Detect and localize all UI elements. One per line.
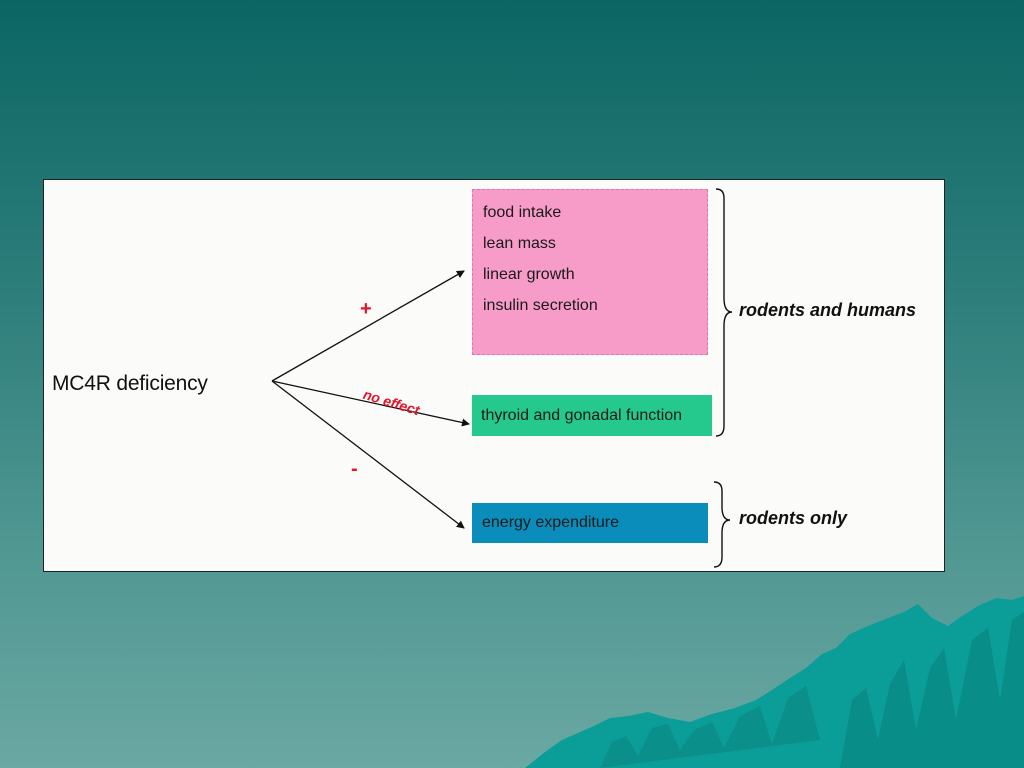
- decrease-sign: -: [351, 458, 358, 480]
- arrow-no-effect: [271, 380, 470, 427]
- no-effect-box: thyroid and gonadal function: [472, 395, 712, 436]
- effect-item: linear growth: [483, 266, 575, 283]
- arrow-decrease: [271, 380, 465, 529]
- increased-effects-box: food intake lean mass linear growth insu…: [472, 189, 708, 355]
- diagram-panel: MC4R deficiency + no effect - food intak…: [43, 179, 945, 572]
- increase-sign: +: [360, 298, 372, 320]
- decreased-effects-box: energy expenditure: [472, 503, 708, 543]
- brace-rodents-only: [713, 481, 731, 568]
- mc4r-deficiency-label: MC4R deficiency: [52, 372, 208, 395]
- effect-item: lean mass: [483, 235, 556, 252]
- effect-item: food intake: [483, 204, 562, 221]
- group-label-rodents-and-humans: rodents and humans: [739, 300, 917, 320]
- effect-item: insulin secretion: [483, 297, 598, 314]
- diagram-connectors: [271, 188, 733, 568]
- brace-rodents-and-humans: [715, 188, 733, 437]
- group-label-rodents-only: rodents only: [739, 508, 848, 528]
- arrow-increase: [271, 270, 465, 382]
